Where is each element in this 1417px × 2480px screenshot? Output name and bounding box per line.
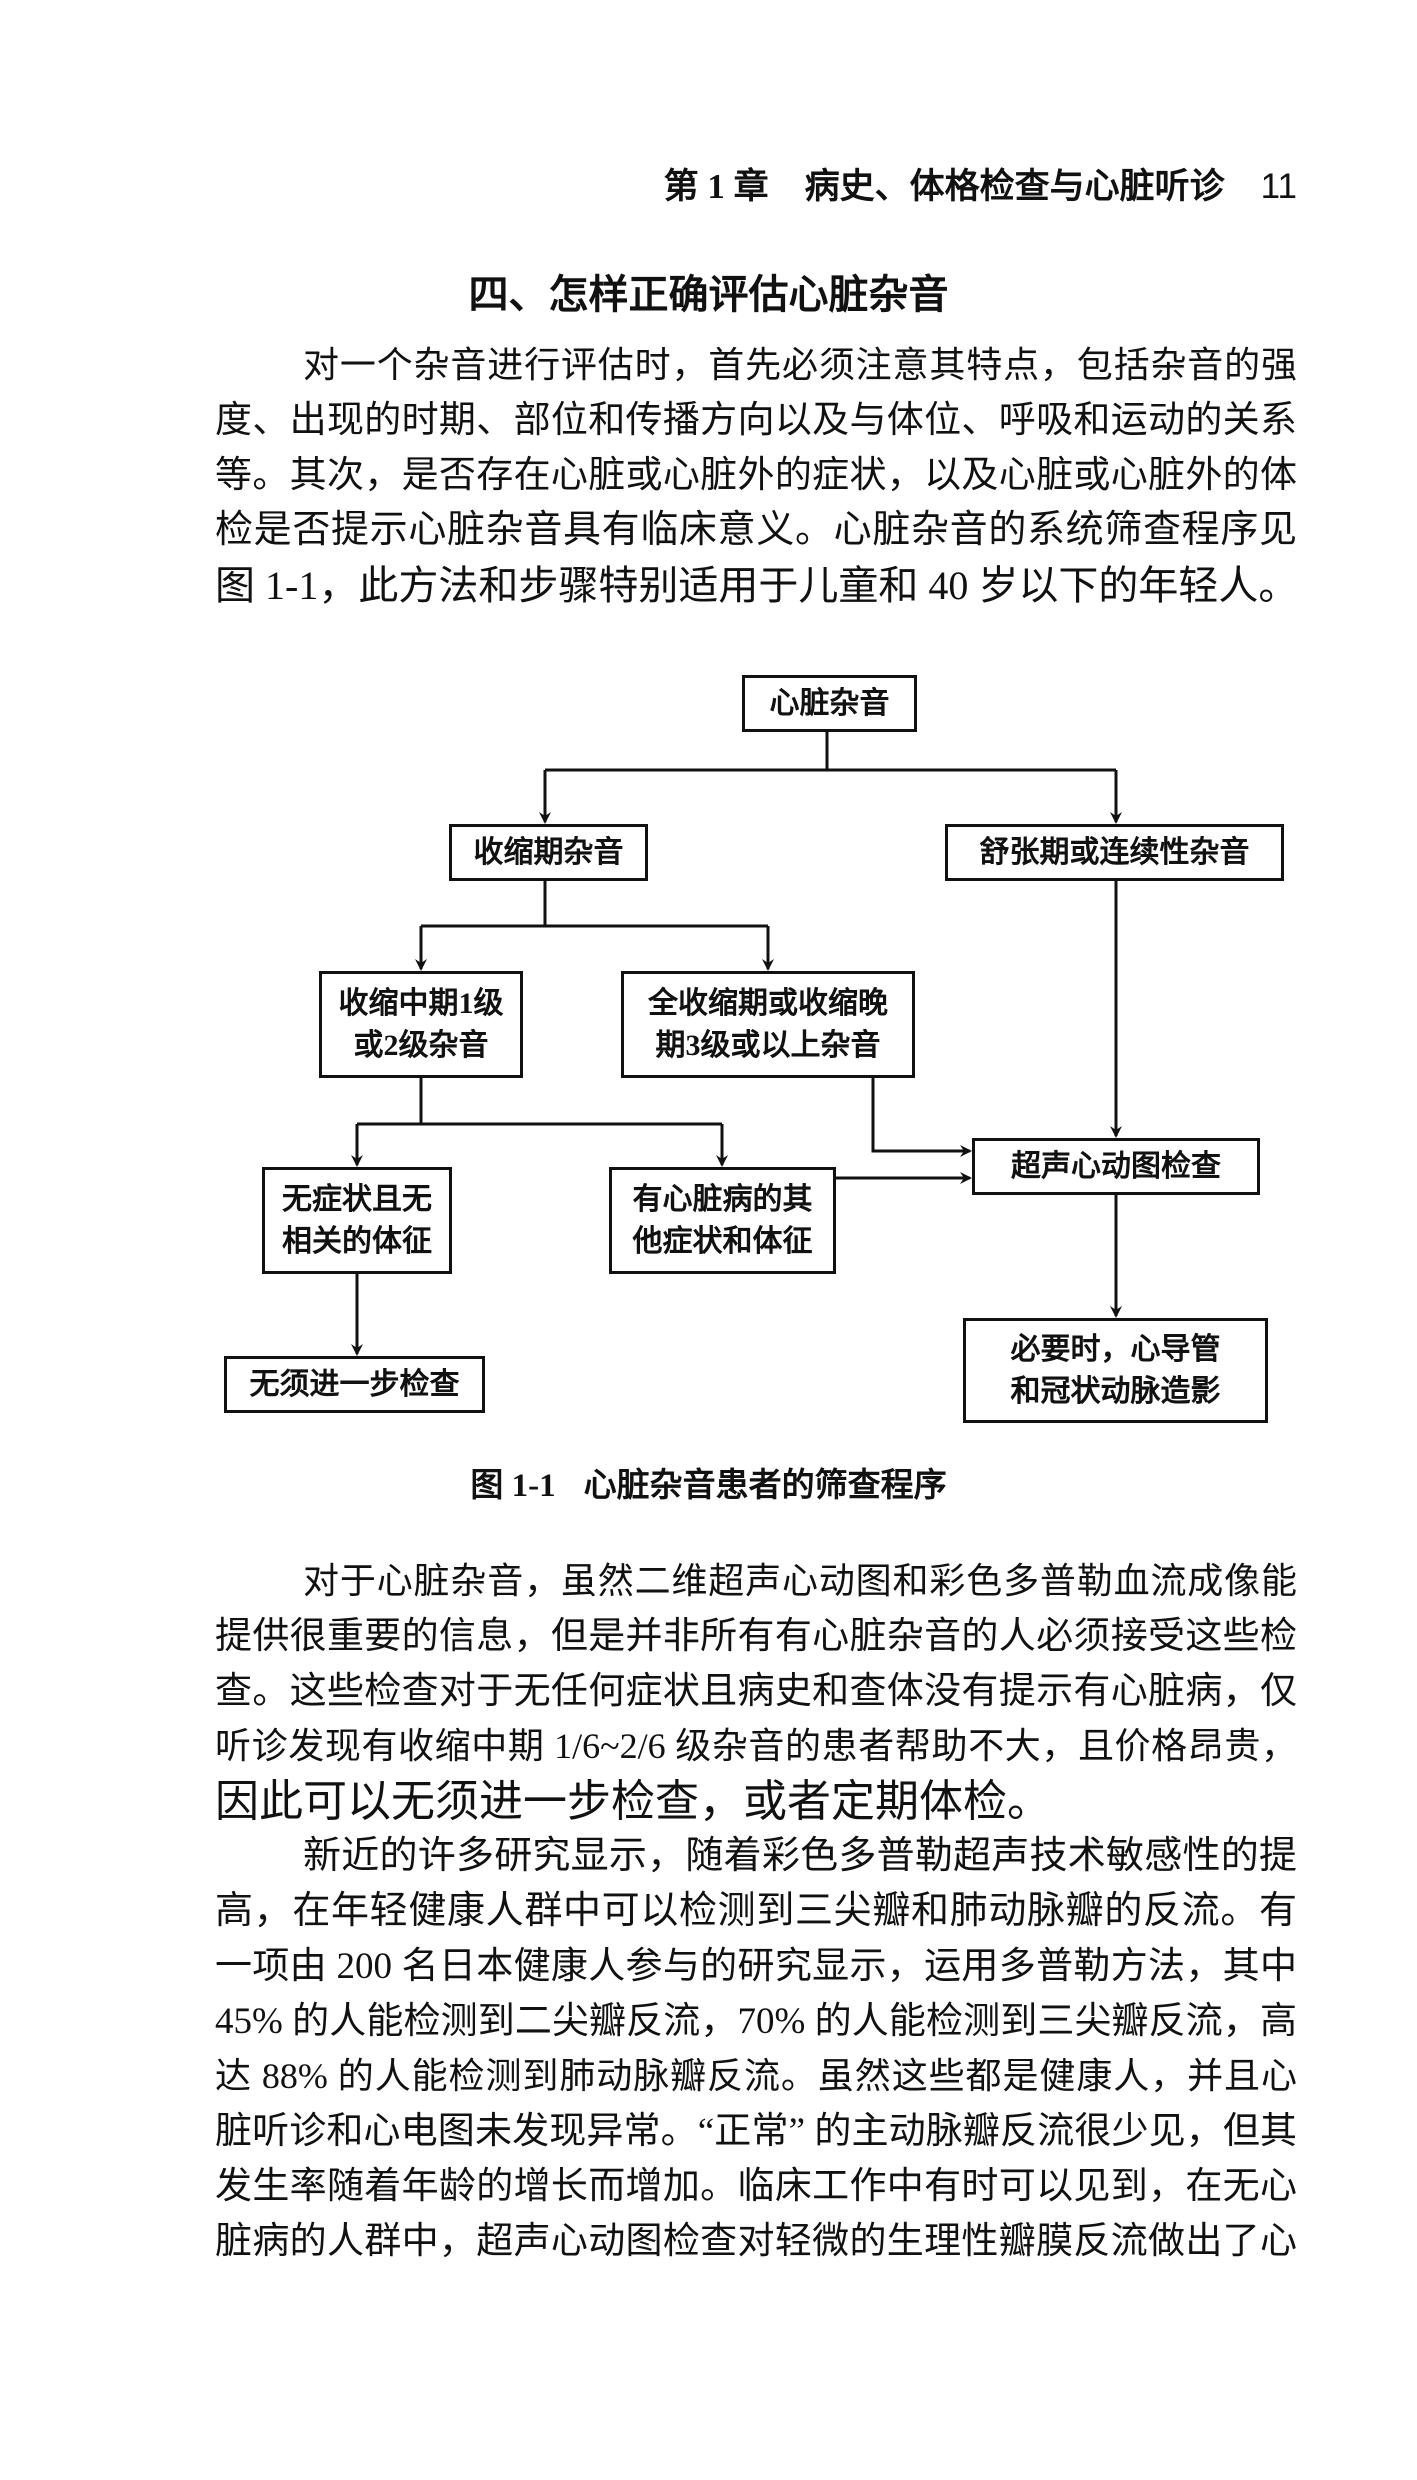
text-line: 等。其次，是否存在心脏或心脏外的症状，以及心脏或心脏外的体	[215, 455, 1297, 496]
node-line: 无症状且无	[282, 1182, 432, 1216]
text-line: 对一个杂音进行评估时，首先必须注意其特点，包括杂音的强	[303, 345, 1297, 385]
flow-node-systolic: 收缩期杂音	[449, 824, 648, 881]
text-line: 对于心脏杂音，虽然二维超声心动图和彩色多普勒血流成像能	[303, 1561, 1297, 1601]
flow-node-echo: 超声心动图检查	[972, 1138, 1260, 1195]
paragraph-3: 新近的许多研究显示，随着彩色多普勒超声技术敏感性的提 高，在年轻健康人群中可以检…	[215, 1829, 1297, 2269]
chapter-title: 病史、体格检查与心脏听诊	[804, 167, 1225, 206]
page-number: 11	[1260, 167, 1297, 206]
flow-node-holo-systolic: 全收缩期或收缩晚期3级或以上杂音	[621, 971, 915, 1078]
flow-node-diastolic: 舒张期或连续性杂音	[945, 824, 1284, 881]
text-line: 脏听诊和心电图未发现异常。“正常” 的主动脉瓣反流很少见，但其	[215, 2111, 1297, 2152]
text-line: 一项由 200 名日本健康人参与的研究显示，运用多普勒方法，其中	[215, 1946, 1297, 1987]
connector	[421, 881, 768, 928]
connector	[357, 1078, 722, 1126]
figure-caption: 图 1-1 心脏杂音患者的筛查程序	[0, 1458, 1417, 1506]
figure-title: 心脏杂音患者的筛查程序	[583, 1468, 947, 1504]
node-line: 他症状和体征	[632, 1224, 813, 1258]
paragraph-2: 对于心脏杂音，虽然二维超声心动图和彩色多普勒血流成像能 提供很重要的信息，但是并…	[215, 1554, 1297, 1829]
text-line: 提供很重要的信息，但是并非所有有心脏杂音的人必须接受这些检	[215, 1616, 1297, 1657]
text-line: 听诊发现有收缩中期 1/6~2/6 级杂音的患者帮助不大，且价格昂贵，	[215, 1726, 1297, 1766]
text-line: 达 88% 的人能检测到肺动脉瓣反流。虽然这些都是健康人，并且心	[215, 2056, 1297, 2096]
text-line: 45% 的人能检测到二尖瓣反流，70% 的人能检测到三尖瓣反流，高	[215, 2001, 1297, 2042]
flow-node-asymptomatic: 无症状且无相关的体征	[262, 1167, 452, 1274]
text-line: 脏病的人群中，超声心动图检查对轻微的生理性瓣膜反流做出了心	[215, 2221, 1297, 2262]
connector	[545, 732, 1116, 772]
node-line: 或2级杂音	[353, 1028, 489, 1062]
text-line: 度、出现的时期、部位和传播方向以及与体位、呼吸和运动的关系	[215, 400, 1297, 441]
flow-node-murmur: 心脏杂音	[742, 675, 917, 732]
text-line: 高，在年轻健康人群中可以检测到三尖瓣和肺动脉瓣的反流。有	[215, 1890, 1297, 1932]
paragraph-1: 对一个杂音进行评估时，首先必须注意其特点，包括杂音的强 度、出现的时期、部位和传…	[215, 338, 1299, 613]
text-line: 检是否提示心脏杂音具有临床意义。心脏杂音的系统筛查程序见	[215, 509, 1297, 551]
node-line: 和冠状动脉造影	[1010, 1374, 1221, 1408]
flow-node-catheterization: 必要时，心导管和冠状动脉造影	[963, 1318, 1268, 1423]
flow-node-no-further: 无须进一步检查	[224, 1356, 485, 1413]
figure-label: 图 1-1	[470, 1468, 556, 1504]
text-line: 查。这些检查对于无任何症状且病史和查体没有提示有心脏病，仅	[215, 1671, 1297, 1712]
arrow	[871, 1078, 972, 1157]
flow-node-symptomatic: 有心脏病的其他症状和体征	[609, 1167, 836, 1274]
text-line: 新近的许多研究显示，随着彩色多普勒超声技术敏感性的提	[303, 1835, 1297, 1877]
node-line: 期3级或以上杂音	[655, 1028, 881, 1062]
flowchart-connectors	[351, 732, 1122, 1356]
text-line: 发生率随着年龄的增长而增加。临床工作中有时可以见到，在无心	[215, 2166, 1297, 2207]
node-line: 有心脏病的其	[632, 1182, 813, 1216]
node-line: 相关的体征	[282, 1224, 432, 1258]
text-line: 因此可以无须进一步检查，或者定期体检。	[215, 1777, 1051, 1826]
text-line: 图 1-1，此方法和步骤特别适用于儿童和 40 岁以下的年轻人。	[215, 563, 1299, 608]
flow-node-mid-systolic: 收缩中期1级或2级杂音	[319, 971, 523, 1078]
node-line: 收缩中期1级	[338, 986, 504, 1020]
running-header: 第 1 章病史、体格检查与心脏听诊 11	[664, 158, 1297, 209]
section-title: 四、怎样正确评估心脏杂音	[468, 272, 949, 317]
node-line: 全收缩期或收缩晚	[648, 986, 888, 1020]
chapter-number: 第 1 章	[663, 167, 769, 206]
node-line: 必要时，心导管	[1010, 1332, 1221, 1366]
